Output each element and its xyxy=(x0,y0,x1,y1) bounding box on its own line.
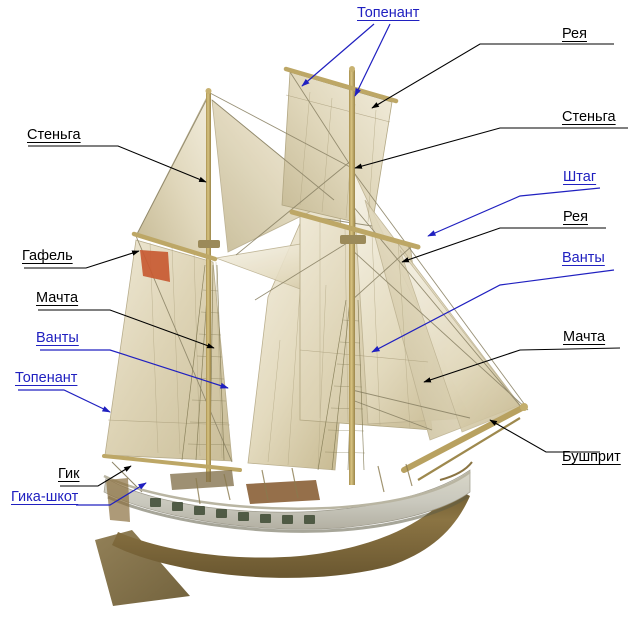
hull-group xyxy=(95,461,473,606)
label-reya-top[interactable]: Рея xyxy=(562,26,587,42)
deck-house xyxy=(246,480,320,504)
label-reya-lower[interactable]: Рея xyxy=(563,209,588,225)
label-bushprit[interactable]: Бушприт xyxy=(562,449,621,465)
label-gika-shkot[interactable]: Гика-шкот xyxy=(11,489,79,505)
spar-lower-yard xyxy=(289,209,421,250)
label-gik[interactable]: Гик xyxy=(58,466,80,482)
label-vanty-left[interactable]: Ванты xyxy=(36,330,79,346)
gunports xyxy=(150,498,315,524)
rudder xyxy=(95,530,190,606)
hull-strake xyxy=(107,494,469,533)
label-vanty-right[interactable]: Ванты xyxy=(562,250,605,266)
hull-lower xyxy=(112,488,470,578)
deck-details xyxy=(195,463,413,505)
label-gafel[interactable]: Гафель xyxy=(22,248,73,264)
deck-house-2 xyxy=(170,470,234,490)
sail-main-topsail xyxy=(135,92,210,256)
label-stenga-left[interactable]: Стеньга xyxy=(27,127,81,143)
label-shtag[interactable]: Штаг xyxy=(563,169,597,185)
label-topenant-left[interactable]: Топенант xyxy=(15,370,78,386)
label-stenga-right[interactable]: Стеньга xyxy=(562,109,616,125)
spar-bowsprit xyxy=(401,404,527,473)
label-machta-left[interactable]: Мачта xyxy=(36,290,79,306)
spar-gaff xyxy=(131,231,218,262)
label-topenant-top[interactable]: Топенант xyxy=(357,5,420,21)
flag xyxy=(140,250,170,282)
spar-boom xyxy=(102,454,242,472)
label-machta-right[interactable]: Мачта xyxy=(563,329,606,345)
